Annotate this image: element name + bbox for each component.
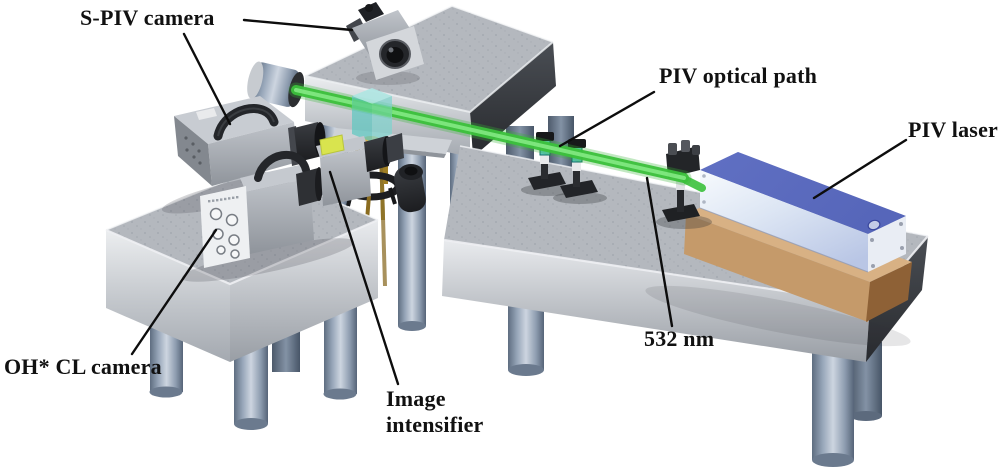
- objective-lens: [394, 164, 426, 213]
- turning-mirror-mount: [656, 140, 712, 229]
- label-piv-laser: PIV laser: [908, 117, 998, 142]
- label-piv-optical-path: PIV optical path: [659, 63, 818, 88]
- leader-s-piv-top: [242, 18, 354, 32]
- leader-s-piv-side: [182, 32, 232, 126]
- label-532nm: 532 nm: [644, 326, 715, 351]
- leader-lines: [130, 18, 908, 386]
- piv-laser: [645, 152, 912, 347]
- label-image-intensifier-line1: Image: [386, 386, 446, 411]
- leader-532nm: [645, 176, 674, 328]
- label-oh-cl-camera: OH* CL camera: [4, 354, 162, 379]
- leader-piv-optical-path: [558, 90, 656, 148]
- leader-image-intensifier: [328, 170, 400, 386]
- oh-cl-camera: [181, 150, 355, 282]
- leader-piv-laser: [812, 138, 908, 200]
- label-image-intensifier: Image intensifier: [386, 386, 484, 437]
- image-intensifier: [316, 133, 426, 213]
- leader-oh-cl-camera: [130, 228, 218, 356]
- test-section-cube: [350, 88, 394, 142]
- label-image-intensifier-line2: intensifier: [386, 411, 484, 437]
- s-piv-camera-top-view: [346, 2, 424, 85]
- label-s-piv-camera: S-PIV camera: [80, 5, 215, 30]
